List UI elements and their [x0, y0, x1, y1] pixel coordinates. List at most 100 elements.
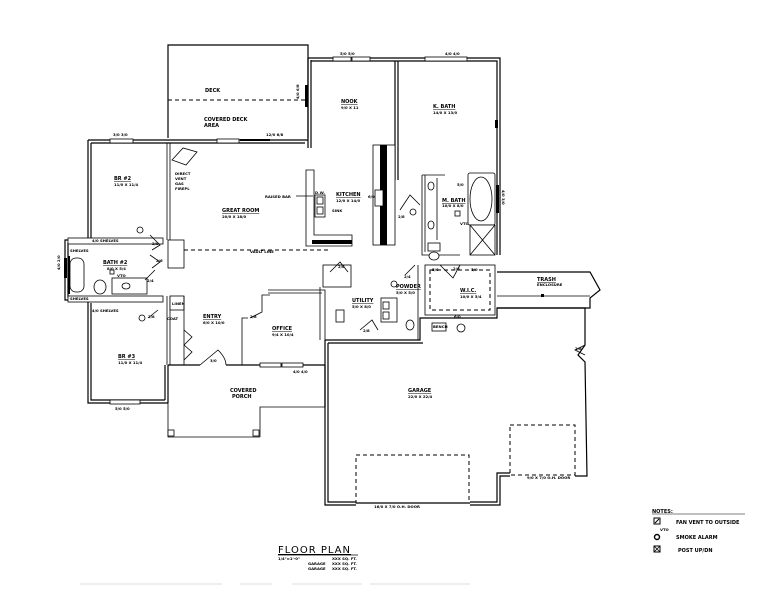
vault-line-label: VAULT LINE [250, 249, 274, 254]
smoke-alarm-icon-4 [456, 323, 466, 333]
raised-bar-label: RAISED BAR [265, 194, 291, 199]
bath2-vto: VTO [117, 273, 127, 278]
covered-deck-sub: AREA [204, 123, 219, 129]
area-1: XXX SQ. FT. [332, 556, 357, 561]
coat-label: COAT [167, 316, 179, 321]
mbath-size: 10/0 X 8/0 [442, 203, 464, 208]
office-door-dim: 2/8 [250, 314, 257, 319]
floor-plan-title: FLOOR PLAN [278, 545, 351, 556]
powder-size: 5/0 X 5/0 [396, 290, 415, 295]
legend-title: NOTES: [652, 509, 673, 515]
area-3-label: GARAGE [308, 566, 326, 571]
mbath-vto: VTO [460, 221, 470, 226]
fireplace-label-4: FIREPL [175, 186, 190, 191]
wic-size: 10/0 X 5/4 [460, 294, 482, 299]
trash-label: TRASH [537, 277, 556, 283]
shelves-top-label: 4/0 SHELVES [92, 238, 119, 243]
shelves-left-label: SHELVES [70, 248, 89, 253]
utility-powder: 2/6 UTILITY 5/0 X 8/0 2/8 POWDER 5/0 X 5… [319, 261, 421, 340]
util-door-dim: 2/6 [338, 264, 345, 269]
nook-window-dim: 5/0 5/0 [340, 51, 355, 56]
smoke-alarm-icon-3 [409, 208, 417, 216]
front-door-dim: 3/0 [210, 358, 217, 363]
bath2-label: BATH #2 [103, 260, 128, 266]
smoke-alarm-icon [653, 533, 661, 541]
entry-label: ENTRY [203, 314, 222, 320]
fan-vent-icon-2 [454, 210, 461, 217]
door-closet-dim: 2/6 [156, 258, 163, 263]
garage: GARAGE 22/0 X 22/4 16/0 X 7/0 O.H. DOOR … [324, 307, 588, 509]
kbath-label: K. BATH [433, 104, 455, 110]
tub-dim: 5/0 [457, 182, 464, 187]
shelves-bottom-label: 4/0 SHELVES [92, 308, 119, 313]
br2-window-dim: 3/0 3/0 [113, 132, 128, 137]
wic-door-dim: 2/6 [453, 266, 460, 271]
great-room-size: 20/0 X 18/0 [222, 214, 247, 219]
post-up-down-icon [653, 545, 661, 553]
door-br2-dim: 2/8 [152, 241, 159, 246]
legend-post-label: POST UP/DN [678, 548, 713, 554]
bath2-size: 8/0 X 5/4 [107, 266, 126, 271]
fan-vent-icon [653, 517, 661, 525]
garage-size: 22/0 X 22/4 [408, 394, 433, 399]
garage-door-main-dim: 16/0 X 7/0 O.H. DOOR [374, 504, 420, 509]
fan-vent-icon [109, 269, 115, 275]
tub-window-dim: 4/0 2/0 [56, 255, 61, 270]
door-bath2-dim: 2/4 [147, 278, 154, 283]
br2-label: BR #2 [114, 176, 132, 182]
master-suite: 4/0 3/0 5/0 M. BATH 10/0 X 8/0 VTO 5/0 5… [421, 172, 506, 333]
trash-sub: ENCLOSURE [537, 282, 563, 287]
nook-label: NOOK [341, 99, 359, 105]
area-2-label: GARAGE [308, 561, 326, 566]
util-door2-dim: 2/8 [363, 328, 370, 333]
range-dim: 6/0 [368, 194, 375, 199]
fireplace-label-3: GAS [175, 181, 184, 186]
nook-size: 9/0 X 11 [341, 105, 359, 110]
smoke-alarm-icon [136, 226, 144, 234]
br3-window-dim: 5/0 5/0 [115, 406, 130, 411]
trash-enclosure: TRASH ENCLOSURE [497, 271, 601, 309]
deck-label: DECK [205, 88, 221, 94]
deck-area: DECK COVERED DECK AREA 4/0 6/8 [167, 44, 309, 138]
mbath-window-dim: 4/0 3/0 [501, 190, 506, 205]
kitchen-size: 12/0 X 14/0 [336, 198, 361, 203]
legend-vto: VTO [660, 527, 670, 532]
sink-label: SINK [332, 208, 343, 213]
br2-size: 11/0 X 11/4 [114, 182, 139, 187]
garage-side-door-dim: 2/8 [575, 346, 582, 351]
fireplace-label-1: DIRECT [175, 171, 191, 176]
br3-size: 11/0 X 11/4 [118, 360, 143, 365]
garage-door-side-dim: 9/0 X 7/0 O.H. DOOR [527, 475, 570, 480]
dw-label: D.W. [315, 190, 325, 195]
br3-label: BR #3 [118, 354, 136, 360]
linen-label: LINEN [172, 301, 185, 306]
legend: NOTES: FAN VENT TO OUTSIDE VTO SMOKE ALA… [652, 509, 745, 554]
garage-label: GARAGE [408, 388, 432, 394]
mbath-door-dim: 2/8 [398, 214, 405, 219]
kitchen-label: KITCHEN [336, 192, 361, 198]
bench-label: BENCH [433, 324, 448, 329]
area-3: XXX SQ. FT. [332, 566, 357, 571]
utility-size: 5/0 X 8/0 [352, 304, 371, 309]
kbath-window-dim: 4/0 4/0 [445, 51, 460, 56]
legend-fan-vent-label: FAN VENT TO OUTSIDE [676, 520, 740, 526]
wic-shelf-left: 5/0 [432, 267, 439, 272]
office-window-dim: 4/0 4/0 [293, 369, 308, 374]
interior-walls: DIRECT VENT GAS FIREPL VAULT LINE 4/0 SH… [67, 99, 498, 438]
powder-label: POWDER [396, 284, 421, 290]
wic-bottom-dim: 6/0 [454, 314, 461, 319]
office-label: OFFICE [272, 326, 293, 332]
smoke-alarm-icon-2 [138, 314, 146, 322]
legend-smoke-alarm-label: SMOKE ALARM [676, 535, 718, 541]
wic-shelf-right: 5/0 [471, 267, 478, 272]
area-2: XXX SQ. FT. [332, 561, 357, 566]
deck-door-dim: 4/0 6/8 [295, 84, 300, 99]
slider-dim: 12/0 6/8 [266, 132, 284, 137]
title-block: FLOOR PLAN 1/4"=1'-0" XXX SQ. FT. GARAGE… [80, 545, 470, 585]
covered-porch-label: COVERED [230, 388, 257, 394]
office-size: 9/4 X 10/4 [272, 332, 294, 337]
floor-plan-scale: 1/4"=1'-0" [278, 556, 300, 561]
fireplace-label-2: VENT [175, 176, 187, 181]
door-br3-dim: 2/8 [148, 314, 155, 319]
entry-size: 6/0 X 10/0 [203, 320, 225, 325]
